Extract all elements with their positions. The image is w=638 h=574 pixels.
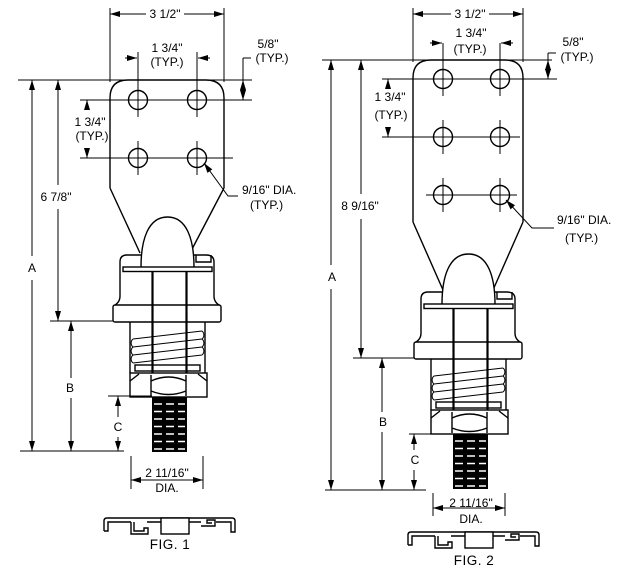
fig1-caption: FIG. 1 <box>150 537 191 552</box>
fig1-edge-offset-label: 5/8" <box>258 37 279 51</box>
fig1-typ-note-4: (TYP.) <box>250 198 283 212</box>
figure-1: 3 1/2" 1 3/4" (TYP.) 5/8" (TYP.) 1 3/4" … <box>18 7 296 552</box>
fig2-clip-bottom-view <box>407 531 540 549</box>
fig2-pad-length-label: 8 9/16" <box>341 199 379 213</box>
fig1-dim-c-label: C <box>114 420 123 434</box>
fig2-dim-c-label: C <box>411 453 420 467</box>
fig2-labels: 3 1/2" 1 3/4" (TYP.) 5/8" (TYP.) 1 3/4" … <box>328 7 611 568</box>
fig2-typ-note-4: (TYP.) <box>565 231 598 245</box>
fig1-dia-abbr-label: DIA. <box>155 481 178 495</box>
fig2-dimensions <box>322 8 556 516</box>
fig1-connector-body <box>112 216 222 452</box>
fig1-labels: 3 1/2" 1 3/4" (TYP.) 5/8" (TYP.) 1 3/4" … <box>28 7 296 552</box>
fig2-base-diameter-label: 2 11/16" <box>449 496 492 510</box>
fig1-dim-b-label: B <box>66 381 74 395</box>
fig1-typ-note-1: (TYP.) <box>150 55 183 69</box>
fig2-edge-offset-label: 5/8" <box>563 35 584 49</box>
fig2-caption: FIG. 2 <box>454 553 495 568</box>
fig1-holes <box>80 52 252 175</box>
fig1-flange <box>112 304 222 323</box>
fig1-typ-note-2: (TYP.) <box>255 51 288 65</box>
fig1-dim-a-label: A <box>28 261 36 275</box>
figure-2: 3 1/2" 1 3/4" (TYP.) 5/8" (TYP.) 1 3/4" … <box>322 7 611 568</box>
fig1-dimensions <box>18 8 252 489</box>
fig1-threaded-stud <box>152 397 187 452</box>
fig1-clip-bottom-view <box>103 517 236 535</box>
fig2-dia-abbr-label: DIA. <box>459 512 482 526</box>
fig1-typ-note-3: (TYP.) <box>75 129 108 143</box>
fig2-typ-note-1: (TYP.) <box>453 42 486 56</box>
fig1-overall-width-label: 3 1/2" <box>150 7 181 21</box>
fig1-hole-diameter-label: 9/16" DIA. <box>242 183 296 197</box>
fig2-holes <box>382 43 557 212</box>
fig1-dome <box>140 216 195 268</box>
fig1-pad-length-label: 6 7/8" <box>41 190 72 204</box>
fig1-hole-spacing-v-label: 1 3/4" <box>75 115 106 129</box>
fig2-dim-a-label: A <box>328 270 336 284</box>
fig1-base-diameter-label: 2 11/16" <box>145 466 188 480</box>
fig1-hole-spacing-h-label: 1 3/4" <box>152 41 183 55</box>
fig2-dim-b-label: B <box>379 415 387 429</box>
fig2-hole-spacing-h-label: 1 3/4" <box>456 26 487 40</box>
fig2-typ-note-3: (TYP.) <box>374 108 407 122</box>
fig2-hole-spacing-v-label: 1 3/4" <box>375 90 406 104</box>
fig1-threads <box>130 330 205 364</box>
fig2-overall-width-label: 3 1/2" <box>455 7 486 21</box>
fig2-hole-diameter-label: 9/16" DIA. <box>557 213 611 227</box>
fig2-typ-note-2: (TYP.) <box>560 50 593 64</box>
fig2-connector-body <box>412 252 524 491</box>
